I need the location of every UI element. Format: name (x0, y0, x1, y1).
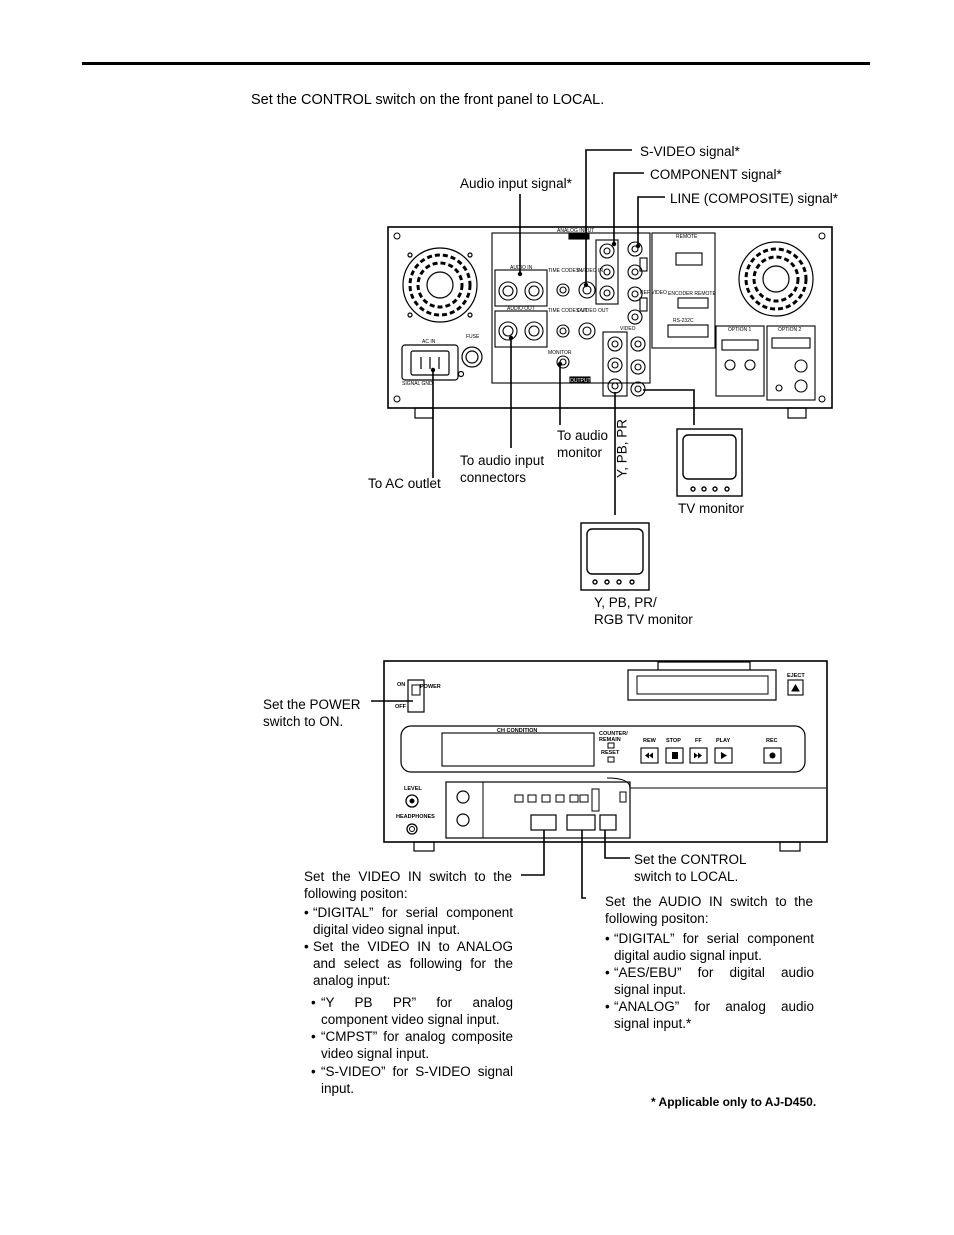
rec-button-label: REC (766, 738, 778, 744)
rew-button-label: REW (643, 738, 656, 744)
stop-button-label: STOP (666, 738, 681, 744)
callout-ac-outlet: To AC outlet (368, 476, 441, 491)
callout-power-1: Set the POWER (263, 697, 361, 712)
top-rule (82, 62, 870, 65)
rear-label-encoder-remote: ENCODER REMOTE (668, 291, 716, 297)
play-button-label: PLAY (716, 738, 731, 744)
rear-callout-lines (432, 149, 695, 515)
front-label-power: POWER (420, 684, 441, 690)
callout-audio-input-connectors-2: connectors (460, 470, 527, 485)
callout-svideo: S-VIDEO signal* (640, 144, 740, 159)
audio-in-bullet-analog: “ANALOG” for analog audio signal input.* (614, 999, 814, 1031)
callout-power-2: switch to ON. (263, 714, 344, 729)
rear-label-svideo-in: S-VIDEO IN (576, 268, 603, 274)
front-label-counter-2: REMAIN (599, 737, 621, 743)
front-label-off: OFF (395, 704, 406, 710)
video-in-sub-cmpst: “CMPST” for analog composite video signa… (321, 1029, 513, 1061)
rear-label-time-code-out: TIME CODE OUT (548, 308, 588, 314)
rear-label-ref-video: REF VIDEO (640, 290, 667, 296)
front-label-counter-1: COUNTER/ (599, 731, 628, 737)
audio-in-bullet-aesebu: “AES/EBU” for digital audio signal input… (614, 965, 814, 997)
ac-inlet (401, 344, 483, 381)
bullet-dot: • (311, 995, 316, 1010)
front-label-headphones: HEADPHONES (396, 814, 435, 820)
callout-dots (430, 241, 641, 373)
bullet-dot: • (311, 1029, 316, 1044)
audio-in-bullet-digital: “DIGITAL” for serial component digital a… (614, 931, 814, 963)
rear-panel (387, 226, 833, 419)
front-label-level: LEVEL (404, 786, 422, 792)
right-fan-grille (738, 241, 814, 317)
front-label-reset: RESET (601, 750, 620, 756)
transport-glyphs (645, 752, 776, 759)
ff-button-label: FF (695, 738, 702, 744)
callout-component: COMPONENT signal* (650, 167, 782, 182)
front-panel (383, 660, 828, 852)
rear-label-audio-in: AUDIO IN (510, 265, 533, 271)
callout-rgb-monitor-2: RGB TV monitor (594, 612, 693, 627)
eject-button-label: EJECT (787, 673, 805, 679)
callout-rgb-monitor-1: Y, PB, PR/ (594, 595, 657, 610)
remote-block (639, 232, 716, 349)
video-in-bullet-digital: “DIGITAL” for serial component digital v… (313, 905, 513, 937)
callout-audio-input-connectors-1: To audio input (460, 453, 545, 468)
rear-label-signal-gnd: SIGNAL GND (402, 381, 433, 387)
left-fan-grille (402, 247, 478, 323)
rear-label-monitor: MONITOR (548, 350, 572, 356)
callout-line-composite: LINE (COMPOSITE) signal* (670, 191, 839, 206)
callout-control-2: switch to LOCAL. (634, 869, 739, 884)
callout-audio-input: Audio input signal* (460, 176, 572, 191)
front-label-ch-condition: CH CONDITION (497, 728, 538, 734)
callout-to-audio-monitor-1: To audio (557, 428, 609, 443)
bullet-dot: • (605, 999, 610, 1014)
rear-label-rs232c: RS-232C (673, 318, 694, 324)
video-in-bullet-analog: Set the VIDEO IN to ANALOG and select as… (313, 939, 513, 988)
callout-control-1: Set the CONTROL (634, 852, 747, 867)
video-in-heading-1: Set the VIDEO IN switch to the (304, 869, 512, 884)
front-callout-lines (371, 700, 630, 899)
rear-label-svideo-out: S-VIDEO OUT (576, 308, 609, 314)
footnote: * Applicable only to AJ-D450. (651, 1095, 817, 1109)
video-in-sub-ypbpr: “Y PB PR” for analog component video sig… (321, 995, 513, 1027)
intro-instruction: Set the CONTROL switch on the front pane… (251, 92, 605, 108)
video-in-heading-2: following positon: (304, 886, 408, 901)
front-label-on: ON (397, 682, 406, 688)
callout-to-audio-monitor-2: monitor (557, 445, 603, 460)
callout-ypbpr-vertical: Y, PB, PR (614, 418, 630, 479)
rear-label-output: OUTPUT (570, 378, 591, 384)
rear-label-ac-in: AC IN (422, 339, 436, 345)
option-slots (715, 325, 816, 401)
bullet-dot: • (304, 939, 309, 954)
rear-label-analog-input: ANALOG INPUT (557, 228, 595, 234)
video-in-sub-svideo: “S-VIDEO” for S-VIDEO signal input. (321, 1064, 513, 1096)
rear-label-video: VIDEO (620, 326, 636, 332)
rear-label-remote: REMOTE (676, 234, 698, 240)
callout-tv-monitor: TV monitor (678, 501, 745, 516)
bullet-dot: • (311, 1064, 316, 1079)
rear-label-time-code-in: TIME CODE IN (548, 268, 583, 274)
rear-label-fuse: FUSE (466, 334, 480, 340)
tv-monitor-icon (676, 428, 743, 497)
audio-in-heading-2: following positon: (605, 911, 709, 926)
analog-io-block (491, 232, 651, 397)
rgb-monitor-icon (580, 522, 650, 591)
audio-in-heading-1: Set the AUDIO IN switch to the (605, 894, 813, 909)
rear-label-option1: OPTION 1 (728, 327, 752, 333)
bullet-dot: • (605, 931, 610, 946)
bullet-dot: • (304, 905, 309, 920)
rear-label-audio-out: AUDIO OUT (507, 306, 535, 312)
bullet-dot: • (605, 965, 610, 980)
rear-label-option2: OPTION 2 (778, 327, 802, 333)
